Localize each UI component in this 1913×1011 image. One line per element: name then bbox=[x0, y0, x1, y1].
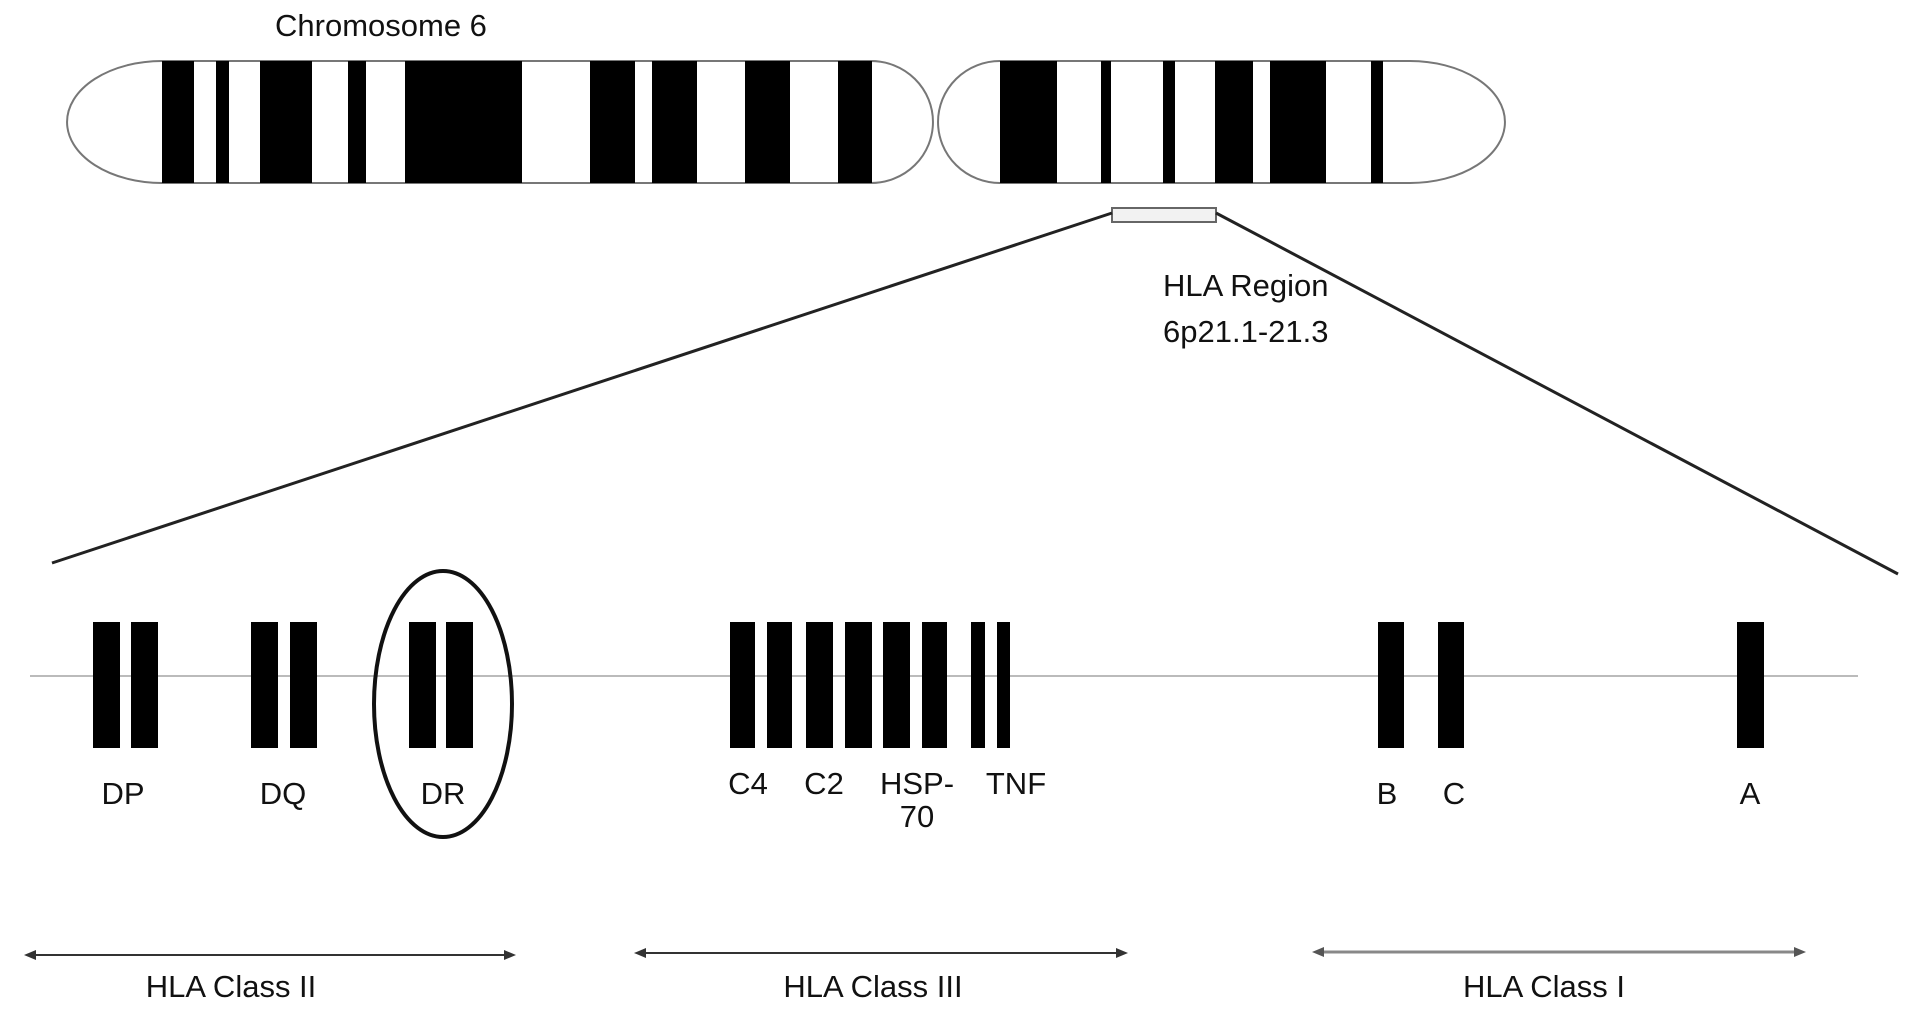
gene-label-a: A bbox=[1739, 776, 1761, 811]
gene-label-c: C bbox=[1442, 776, 1466, 811]
chromosome-band-3 bbox=[260, 61, 312, 183]
gene-bar-tnf-2 bbox=[997, 622, 1010, 748]
hla-region-label: HLA Region bbox=[1163, 268, 1329, 303]
chromosome-band-13 bbox=[1163, 61, 1175, 183]
hla-region-location: 6p21.1-21.3 bbox=[1163, 314, 1329, 349]
chromosome-6 bbox=[66, 60, 1506, 223]
chromosome-title: Chromosome 6 bbox=[275, 8, 487, 43]
gene-bar-dr-2 bbox=[446, 622, 473, 748]
gene-bar-c4-2 bbox=[767, 622, 792, 748]
gene-bar-c2-1 bbox=[806, 622, 833, 748]
chromosome-band-15 bbox=[1270, 61, 1326, 183]
zoom-line-right bbox=[1215, 211, 1899, 576]
chromosome-band-1 bbox=[162, 61, 194, 183]
gene-bar-hsp70-2 bbox=[922, 622, 947, 748]
chromosome-band-9 bbox=[745, 61, 790, 183]
gene-label-dq: DQ bbox=[259, 776, 307, 811]
gene-label-dp: DP bbox=[101, 776, 145, 811]
gene-bar-hsp70-1 bbox=[883, 622, 910, 748]
chromosome-bands bbox=[162, 61, 1383, 183]
chromosome-band-4 bbox=[348, 61, 366, 183]
class-ii-range-arrow bbox=[24, 950, 516, 960]
class-label-i: HLA Class I bbox=[1463, 969, 1625, 1004]
chromosome-band-6 bbox=[487, 61, 522, 183]
gene-bar-c2-2 bbox=[845, 622, 872, 748]
class-iii-range-arrow bbox=[634, 948, 1128, 958]
zoom-line-left bbox=[51, 211, 1113, 565]
chromosome-band-10 bbox=[838, 61, 872, 183]
class-i-range-arrow bbox=[1312, 947, 1806, 957]
gene-bar-c-1 bbox=[1438, 622, 1464, 748]
chromosome-band-2 bbox=[216, 61, 229, 183]
gene-label-tnf: TNF bbox=[985, 766, 1047, 801]
gene-bar-dr-1 bbox=[409, 622, 436, 748]
chromosome-band-8 bbox=[652, 61, 697, 183]
hla-region-marker bbox=[1111, 207, 1217, 223]
gene-bar-b-1 bbox=[1378, 622, 1404, 748]
gene-bar-c4-1 bbox=[730, 622, 755, 748]
gene-label-c2: C2 bbox=[804, 766, 844, 801]
chromosome-band-5 bbox=[405, 61, 487, 183]
gene-label-c4: C4 bbox=[728, 766, 768, 801]
gene-bar-dq-2 bbox=[290, 622, 317, 748]
dr-highlight-circle bbox=[372, 569, 514, 839]
gene-label-hsp70: HSP- 70 bbox=[879, 766, 955, 834]
gene-label-b: B bbox=[1376, 776, 1398, 811]
chromosome-band-7 bbox=[590, 61, 635, 183]
chromosome-band-14 bbox=[1215, 61, 1253, 183]
gene-bar-a-1 bbox=[1737, 622, 1764, 748]
chromosome-band-11 bbox=[1000, 61, 1057, 183]
gene-bar-tnf-1 bbox=[971, 622, 985, 748]
gene-bar-dp-1 bbox=[93, 622, 120, 748]
class-label-ii: HLA Class II bbox=[145, 969, 317, 1004]
chromosome-band-12 bbox=[1101, 61, 1111, 183]
chromosome-band-16 bbox=[1371, 61, 1383, 183]
gene-bars bbox=[93, 622, 1764, 748]
gene-label-dr: DR bbox=[420, 776, 466, 811]
gene-bar-dq-1 bbox=[251, 622, 278, 748]
class-label-iii: HLA Class III bbox=[783, 969, 963, 1004]
gene-bar-dp-2 bbox=[131, 622, 158, 748]
